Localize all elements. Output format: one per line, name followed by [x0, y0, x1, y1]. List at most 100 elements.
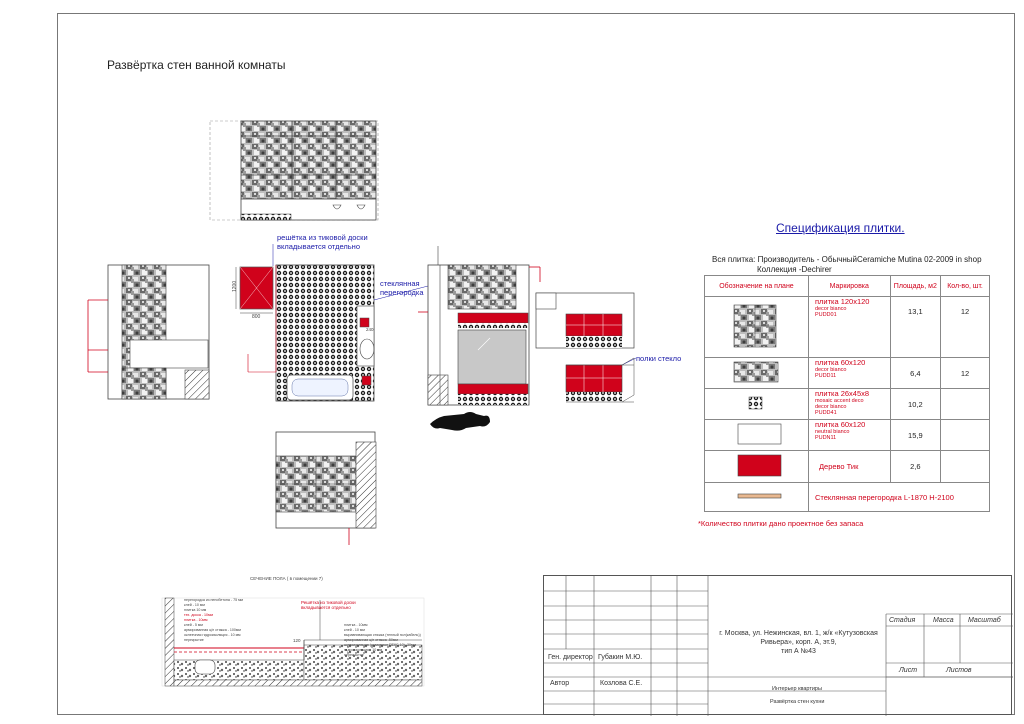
spec-swatch-cell: [704, 482, 809, 512]
elevation-left-wall: [87, 264, 210, 400]
section-note: клей - 10 мм: [184, 603, 205, 607]
tile-name: плитка 60х120: [814, 420, 866, 429]
spec-swatch-cell: [704, 419, 809, 451]
spec-marking: Дерево Тик: [807, 450, 891, 483]
title-block: г. Москва, ул. Нежинская, вл. 1, ж/к «Ку…: [543, 575, 1013, 716]
spec-area: 6,4: [889, 357, 942, 389]
project-address: г. Москва, ул. Нежинская, вл. 1, ж/к «Ку…: [716, 629, 881, 656]
section-note: армированная ц/п стяжка - 100мм: [184, 628, 241, 632]
spec-table: Обозначение на плане Маркировка Площадь,…: [704, 275, 991, 512]
tile-finish: neutral bianco: [814, 429, 850, 435]
label-glass-2: перегородка: [380, 288, 424, 297]
spec-area: 2,6: [889, 450, 942, 483]
spec-header-qty: Кол-во, шт.: [940, 275, 990, 297]
spec-area: 13,1: [889, 296, 942, 358]
section-dim-120: 120: [293, 638, 301, 643]
spec-swatch-cell: [704, 357, 809, 389]
label-grille: решётка из тиковой доски: [277, 233, 368, 242]
elevation-right-wall: [418, 246, 541, 431]
label-shelves: полки стекло: [636, 354, 681, 363]
section-note: оклеечная гидроизоляция - 10 мм: [184, 633, 241, 637]
spec-header-marking: Маркировка: [807, 275, 891, 297]
tile-name: плитка 120х120: [814, 297, 870, 306]
stage-label: Стадия: [889, 617, 916, 624]
section-note: гидроизоляция - 10 мм: [344, 648, 383, 652]
elevation-bottom-wall: [275, 431, 377, 545]
apartment-type: тип А №43: [781, 648, 816, 655]
mass-label: Масса: [933, 617, 954, 624]
spec-note: *Количество плитки дано проектное без за…: [698, 519, 864, 528]
section-grille-label: Решётка из тиковой доски: [301, 599, 356, 605]
spec-qty: 12: [940, 357, 990, 389]
spec-swatch-cell: [704, 296, 809, 358]
tile-name: Дерево Тик: [818, 462, 859, 471]
dim-800: 800: [252, 314, 261, 320]
role-author: Автор: [550, 680, 570, 687]
tile-code: PUDD01: [814, 312, 837, 318]
tile-code: PUDD41: [814, 410, 837, 416]
section-note: армированная ц/п стяжка -50мм: [344, 638, 398, 642]
label-glass: стеклянная: [380, 279, 420, 288]
tile-code: PUDD11: [814, 373, 837, 379]
project-name: Интерьер квартиры: [772, 686, 822, 692]
spec-row: Дерево Тик 2,6: [704, 450, 990, 483]
sheet-title: Развёртка стен кухни: [770, 699, 825, 705]
spec-header-symbol: Обозначение на плане: [704, 275, 809, 297]
tile-code: PUDN11: [814, 435, 837, 441]
section-note: перегородка из пенобетона - 75 мм: [184, 598, 244, 602]
section-note: перекрытие: [184, 638, 204, 642]
spec-qty: 12: [940, 296, 990, 358]
section-note: шумоизоляция (шумовлол ПЕКС 10) -30мм: [344, 643, 416, 647]
spec-qty: [940, 388, 990, 420]
section-note: плитка - 10мм: [344, 623, 368, 627]
section-grille-label-2: вкладывается отдельно: [301, 605, 351, 610]
sheets-label: Листов: [946, 667, 972, 674]
section-note: плитка 10 мм: [184, 608, 207, 612]
spec-area: 10,2: [889, 388, 942, 420]
spec-swatch-cell: [704, 388, 809, 420]
spec-marking: Стеклянная перегородка L-1870 H-2100: [807, 482, 991, 512]
address-text: г. Москва, ул. Нежинская, вл. 1, ж/к «Ку…: [719, 630, 878, 646]
role-director: Ген. директор: [548, 654, 593, 661]
tile-finish: decor bianco: [814, 306, 847, 312]
floor-section: СЕЧЕНИЕ ПОЛА ( в помещении 7) Решётка из…: [161, 576, 425, 687]
section-note: клей - 10 мм: [344, 628, 365, 632]
dim-240: 240: [366, 327, 374, 332]
dim-1200: 1200: [232, 281, 238, 292]
section-note: плитка - 10мм: [184, 618, 208, 622]
section-title: СЕЧЕНИЕ ПОЛА ( в помещении 7): [250, 576, 323, 581]
spec-collection: Коллекция -Dechirer: [757, 265, 832, 274]
tile-finish: decor bianco: [814, 367, 847, 373]
page-title: Развёртка стен ванной комнаты: [107, 58, 286, 72]
elevation-top-wall: [209, 120, 379, 221]
sheet-label: Лист: [899, 667, 918, 674]
tile-finish-2: decor bianco: [814, 404, 847, 410]
spec-header-row: Обозначение на плане Маркировка Площадь,…: [704, 275, 990, 297]
spec-header-area: Площадь, м2: [889, 275, 942, 297]
spec-title: Спецификация плитки.: [776, 221, 905, 235]
spec-swatch-cell: [704, 450, 809, 483]
drawing-frame: [57, 13, 1015, 715]
floor-plan: 1200 800 240: [232, 244, 429, 402]
section-notes-right: плитка - 10мм клей - 10 мм выравнивающая…: [344, 623, 421, 658]
scale-label: Масштаб: [968, 617, 1001, 624]
spec-qty: [940, 450, 990, 483]
section-notes-left: перегородка из пенобетона - 75 мм клей -…: [184, 598, 243, 643]
tile-finish: mosaic accent deco: [814, 398, 864, 404]
section-note: выравнивающая стяжка (теплый пол(кабель)…: [344, 633, 421, 637]
spec-qty: [940, 419, 990, 451]
spec-area: 15,9: [889, 419, 942, 451]
glass-partition-name: Стеклянная перегородка L-1870 H-2100: [814, 492, 954, 502]
section-note: клей - 5 мм: [184, 623, 203, 627]
shelves-detail: [535, 292, 635, 403]
tile-name: плитка 60х120: [814, 358, 866, 367]
